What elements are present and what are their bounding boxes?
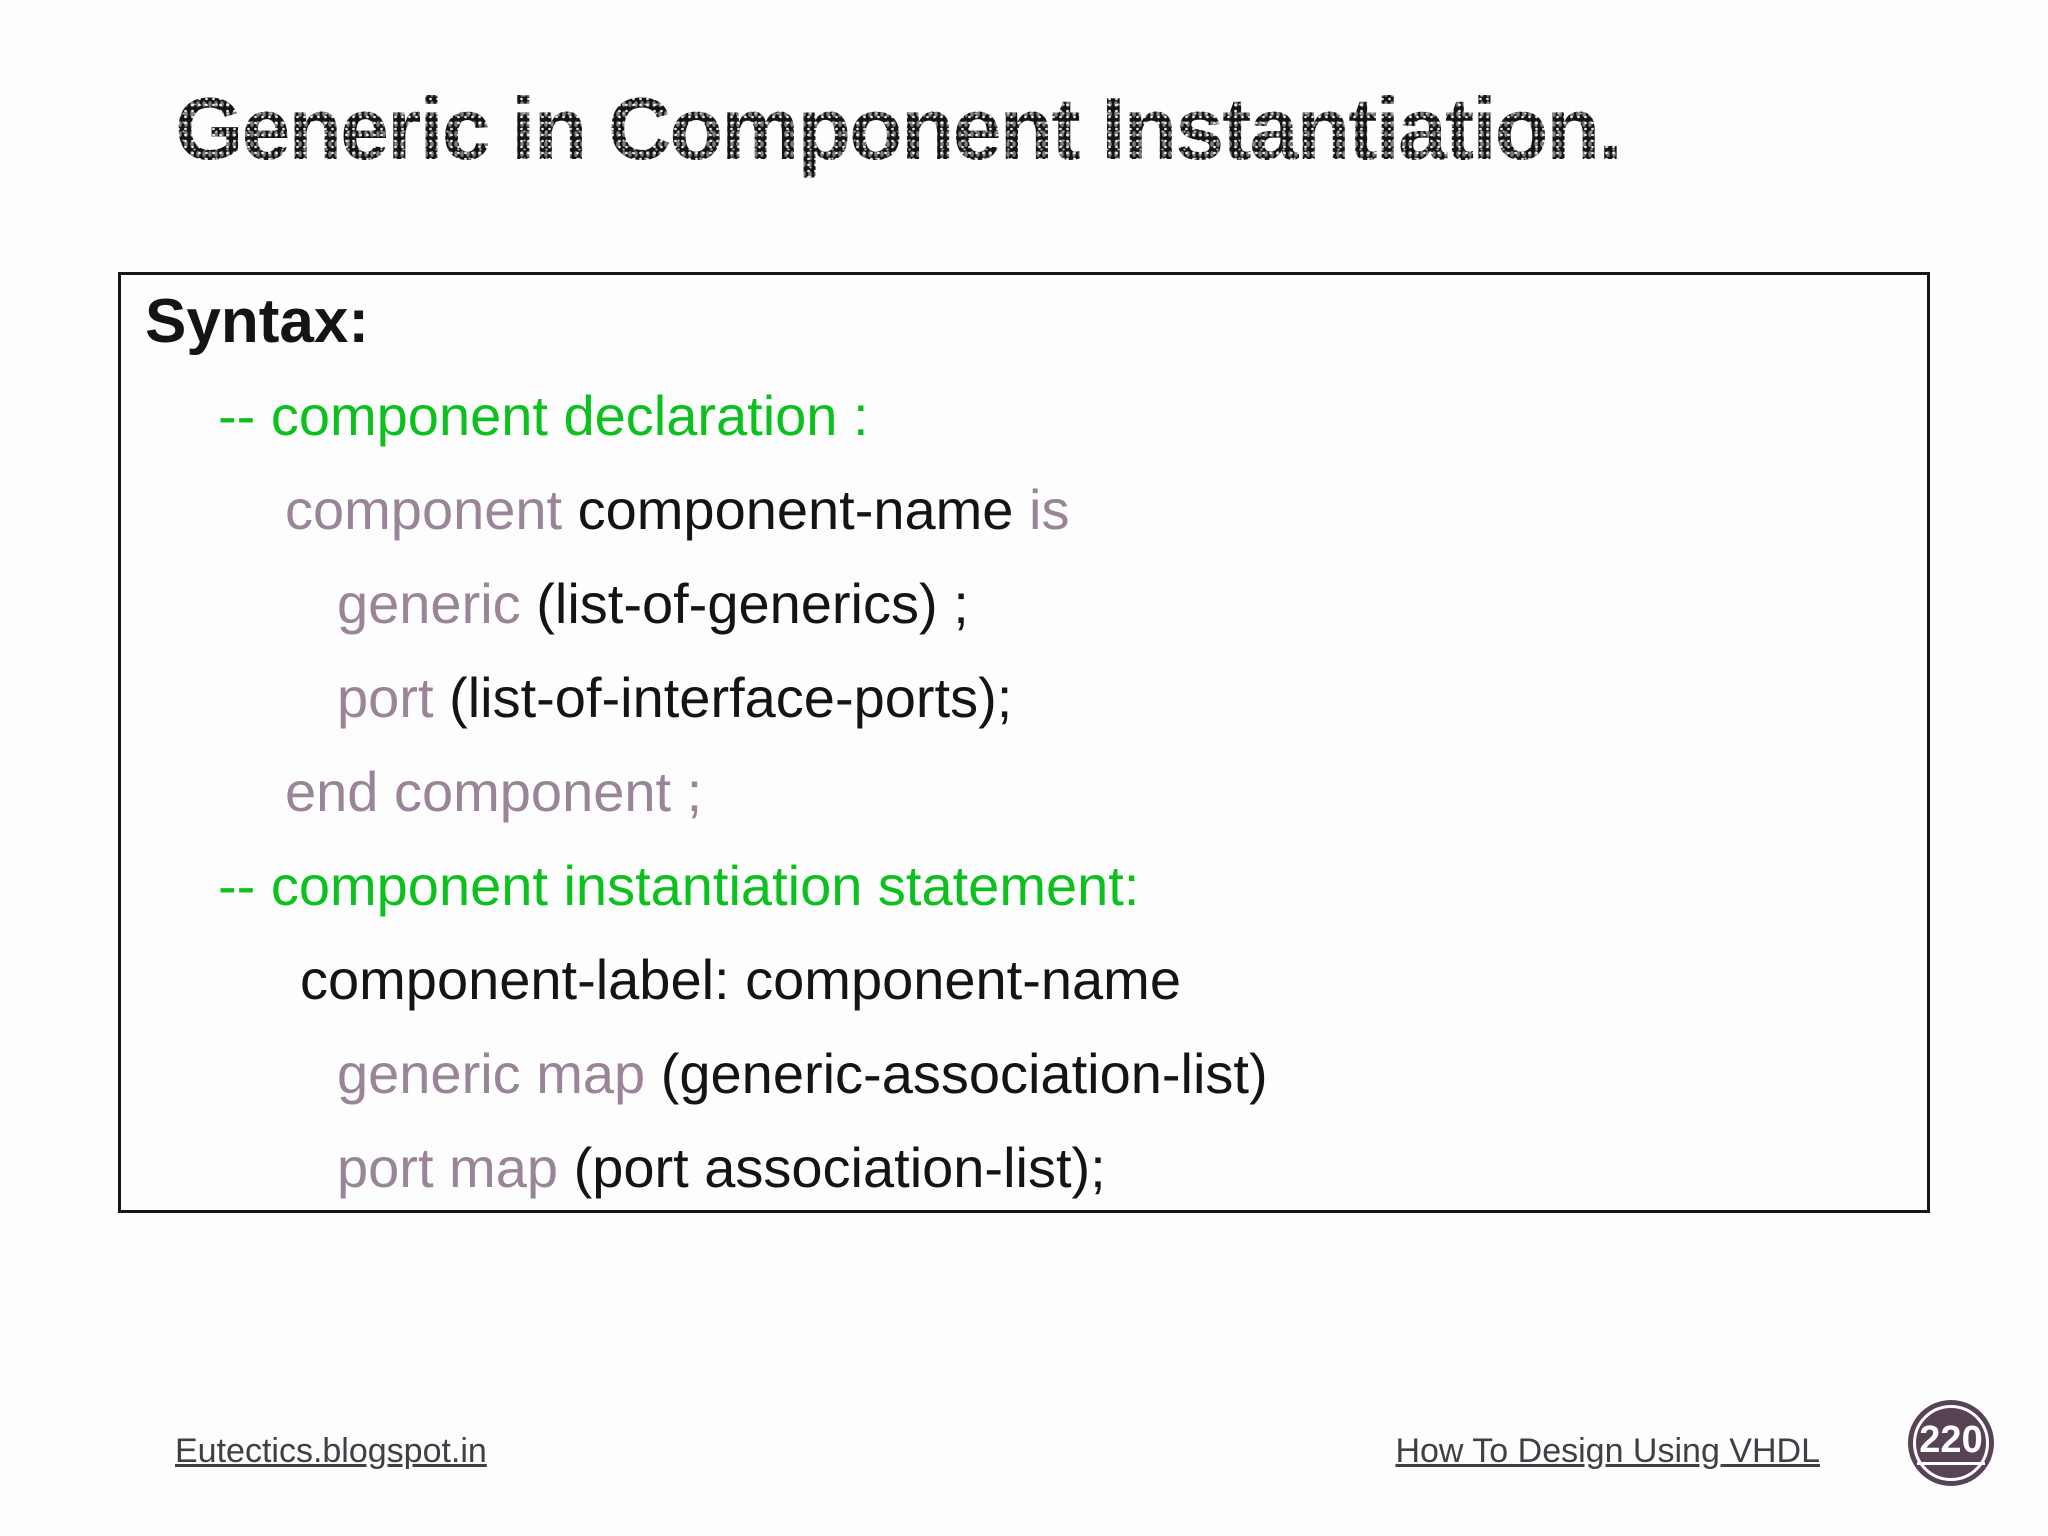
- syntax-segment: generic map: [337, 1042, 661, 1105]
- syntax-box: Syntax: -- component declaration : compon…: [118, 272, 1930, 1213]
- syntax-line: component-label: component-name: [121, 933, 1927, 1027]
- footer-book-title-link[interactable]: How To Design Using VHDL: [1395, 1432, 1820, 1470]
- syntax-segment: component: [285, 478, 578, 541]
- syntax-segment: (port association-list);: [573, 1136, 1106, 1199]
- syntax-line: end component ;: [121, 745, 1927, 839]
- syntax-segment: component-label: component-name: [300, 948, 1181, 1011]
- syntax-heading: Syntax:: [145, 287, 369, 356]
- syntax-segment: -- component instantiation statement:: [218, 854, 1140, 917]
- syntax-lines: -- component declaration : component comp…: [121, 369, 1927, 1215]
- syntax-segment: (list-of-generics) ;: [536, 572, 969, 635]
- syntax-segment: port: [337, 666, 450, 729]
- syntax-segment: component-name: [577, 478, 1030, 541]
- page-number-badge: 220: [1908, 1400, 1994, 1486]
- syntax-line: -- component instantiation statement:: [121, 839, 1927, 933]
- syntax-segment: (generic-association-list): [660, 1042, 1268, 1105]
- syntax-line: generic (list-of-generics) ;: [121, 557, 1927, 651]
- syntax-segment: port map: [337, 1136, 574, 1199]
- syntax-line: generic map (generic-association-list): [121, 1027, 1927, 1121]
- badge-ring: [1913, 1405, 1989, 1481]
- slide-title: Generic in Component Instantiation.: [175, 78, 1775, 180]
- syntax-segment: generic: [337, 572, 537, 635]
- page-number: 220: [1917, 1420, 1985, 1465]
- syntax-segment: end component ;: [285, 760, 703, 823]
- syntax-line: port (list-of-interface-ports);: [121, 651, 1927, 745]
- syntax-segment: (list-of-interface-ports);: [449, 666, 1013, 729]
- syntax-line: port map (port association-list);: [121, 1121, 1927, 1215]
- syntax-segment: is: [1029, 478, 1070, 541]
- syntax-line: component component-name is: [121, 463, 1927, 557]
- syntax-line: -- component declaration :: [121, 369, 1927, 463]
- syntax-segment: -- component declaration :: [218, 384, 869, 447]
- footer-blog-link[interactable]: Eutectics.blogspot.in: [175, 1432, 487, 1470]
